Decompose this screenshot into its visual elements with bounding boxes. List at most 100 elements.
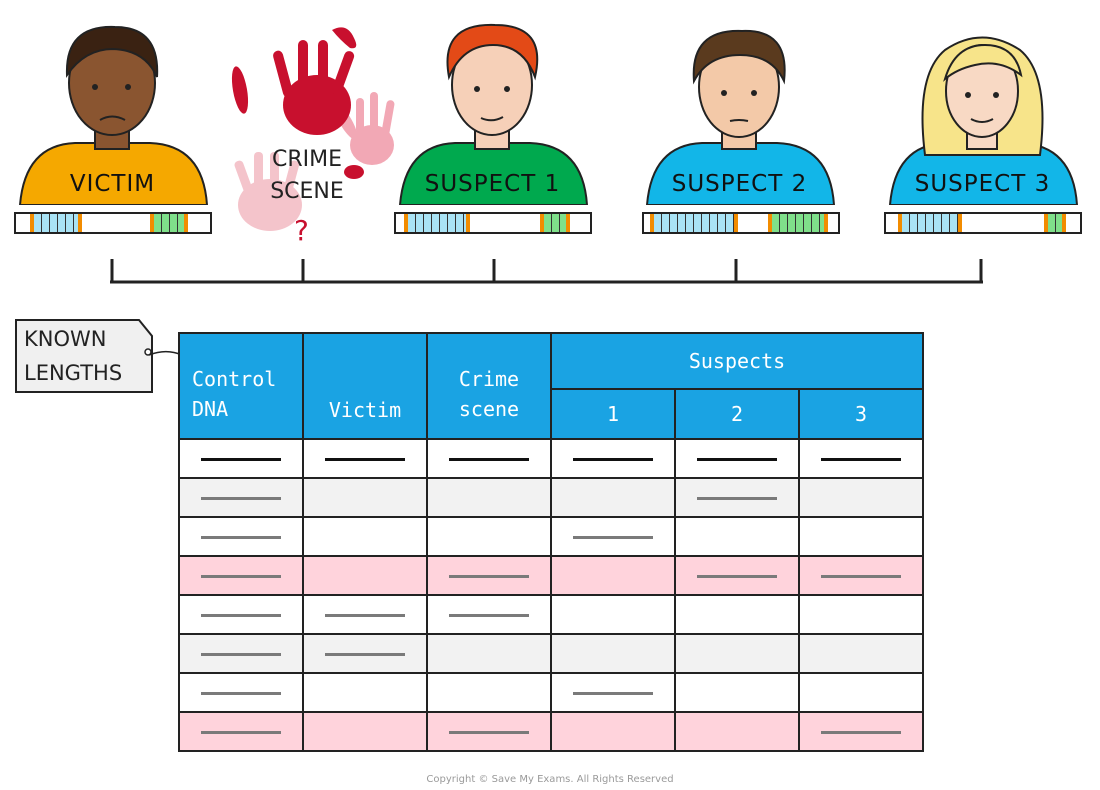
gel-cell-crime [426, 594, 552, 635]
suspect2-dna-strip [642, 212, 840, 234]
header-suspects-text: Suspects [688, 349, 786, 373]
gel-cell-s1 [550, 594, 676, 635]
gel-cell-s3 [798, 594, 924, 635]
gel-cell-control [178, 516, 304, 557]
suspect3-dna-strip [884, 212, 1082, 234]
gel-cell-crime [426, 633, 552, 674]
gel-cell-s3 [798, 711, 924, 752]
gel-cell-victim [302, 555, 428, 596]
gel-cell-control [178, 672, 304, 713]
victim-figure: VICTIM [15, 15, 210, 205]
dna-band [449, 457, 529, 461]
dna-band [201, 535, 281, 539]
suspect3-figure: SUSPECT 3 [885, 15, 1080, 205]
gel-cell-s3 [798, 438, 924, 479]
gel-cell-s3 [798, 516, 924, 557]
gel-cell-control [178, 477, 304, 518]
header-crime-line1: Crime [458, 367, 520, 391]
dna-band [697, 496, 777, 500]
crime-scene-label: CRIME SCENE [252, 144, 362, 208]
gel-row [178, 516, 924, 557]
gel-row [178, 633, 924, 674]
dna-band [449, 613, 529, 617]
gel-cell-victim [302, 711, 428, 752]
victim-label: VICTIM [69, 171, 156, 197]
gel-cell-s2 [674, 633, 800, 674]
gel-cell-control [178, 555, 304, 596]
dna-band [821, 574, 901, 578]
gel-cell-crime [426, 438, 552, 479]
gel-cell-s3 [798, 633, 924, 674]
gel-cell-s2 [674, 555, 800, 596]
crime-scene-figure: CRIME SCENE ? [222, 20, 402, 250]
gel-cell-victim [302, 672, 428, 713]
gel-cell-crime [426, 555, 552, 596]
gel-row [178, 594, 924, 635]
suspect1-dna-strip [394, 212, 592, 234]
known-lengths-text: KNOWN LENGTHS [24, 322, 122, 390]
dna-band [201, 496, 281, 500]
gel-cell-control [178, 711, 304, 752]
gel-cell-s2 [674, 438, 800, 479]
gel-cell-s3 [798, 672, 924, 713]
header-control-dna: Control DNA [178, 332, 304, 440]
header-suspects: Suspects [550, 332, 924, 390]
header-crime-line2: scene [458, 397, 520, 421]
gel-cell-crime [426, 477, 552, 518]
gel-cell-s3 [798, 555, 924, 596]
suspect3-label: SUSPECT 3 [914, 171, 1051, 197]
dna-band [201, 691, 281, 695]
connector-bracket [110, 259, 983, 284]
dna-band [449, 574, 529, 578]
gel-cell-s2 [674, 672, 800, 713]
gel-cell-crime [426, 516, 552, 557]
header-crime-scene: Crime scene [426, 332, 552, 440]
dna-band [573, 535, 653, 539]
gel-cell-victim [302, 516, 428, 557]
header-suspect-3: 3 [798, 388, 924, 440]
suspect2-illustration [645, 29, 836, 205]
handprint-icon [231, 27, 395, 231]
gel-cell-crime [426, 672, 552, 713]
suspect2-figure: SUSPECT 2 [642, 15, 837, 205]
crime-scene-line1: CRIME [271, 147, 343, 172]
gel-cell-s1 [550, 672, 676, 713]
dna-band [201, 613, 281, 617]
gel-cell-crime [426, 711, 552, 752]
gel-cell-s2 [674, 516, 800, 557]
gel-cell-s3 [798, 477, 924, 518]
dna-band [697, 457, 777, 461]
dna-band [697, 574, 777, 578]
header-victim: Victim [302, 332, 428, 440]
dna-band [325, 652, 405, 656]
dna-band [201, 730, 281, 734]
gel-row [178, 555, 924, 596]
gel-table-body [178, 438, 924, 752]
gel-cell-s2 [674, 477, 800, 518]
dna-band [573, 457, 653, 461]
gel-row [178, 672, 924, 713]
gel-results-table: Control DNA Victim Crime scene Suspects … [178, 332, 924, 752]
gel-cell-s1 [550, 633, 676, 674]
known-lengths-tag: KNOWN LENGTHS [14, 318, 154, 394]
gel-cell-victim [302, 594, 428, 635]
dna-band [325, 457, 405, 461]
suspect1-illustration [398, 23, 589, 205]
dna-band [821, 730, 901, 734]
suspect1-label: SUSPECT 1 [424, 171, 561, 197]
gel-cell-control [178, 633, 304, 674]
gel-cell-s1 [550, 555, 676, 596]
dna-band [325, 613, 405, 617]
gel-cell-victim [302, 438, 428, 479]
header-control-line1: Control [192, 367, 277, 391]
dna-band [573, 691, 653, 695]
dna-band [821, 457, 901, 461]
gel-cell-s1 [550, 711, 676, 752]
known-lengths-line1: KNOWN [24, 327, 107, 351]
header-suspect-1: 1 [550, 388, 676, 440]
gel-cell-s2 [674, 711, 800, 752]
gel-cell-s1 [550, 477, 676, 518]
gel-cell-victim [302, 477, 428, 518]
gel-cell-s1 [550, 516, 676, 557]
victim-illustration [18, 25, 209, 205]
